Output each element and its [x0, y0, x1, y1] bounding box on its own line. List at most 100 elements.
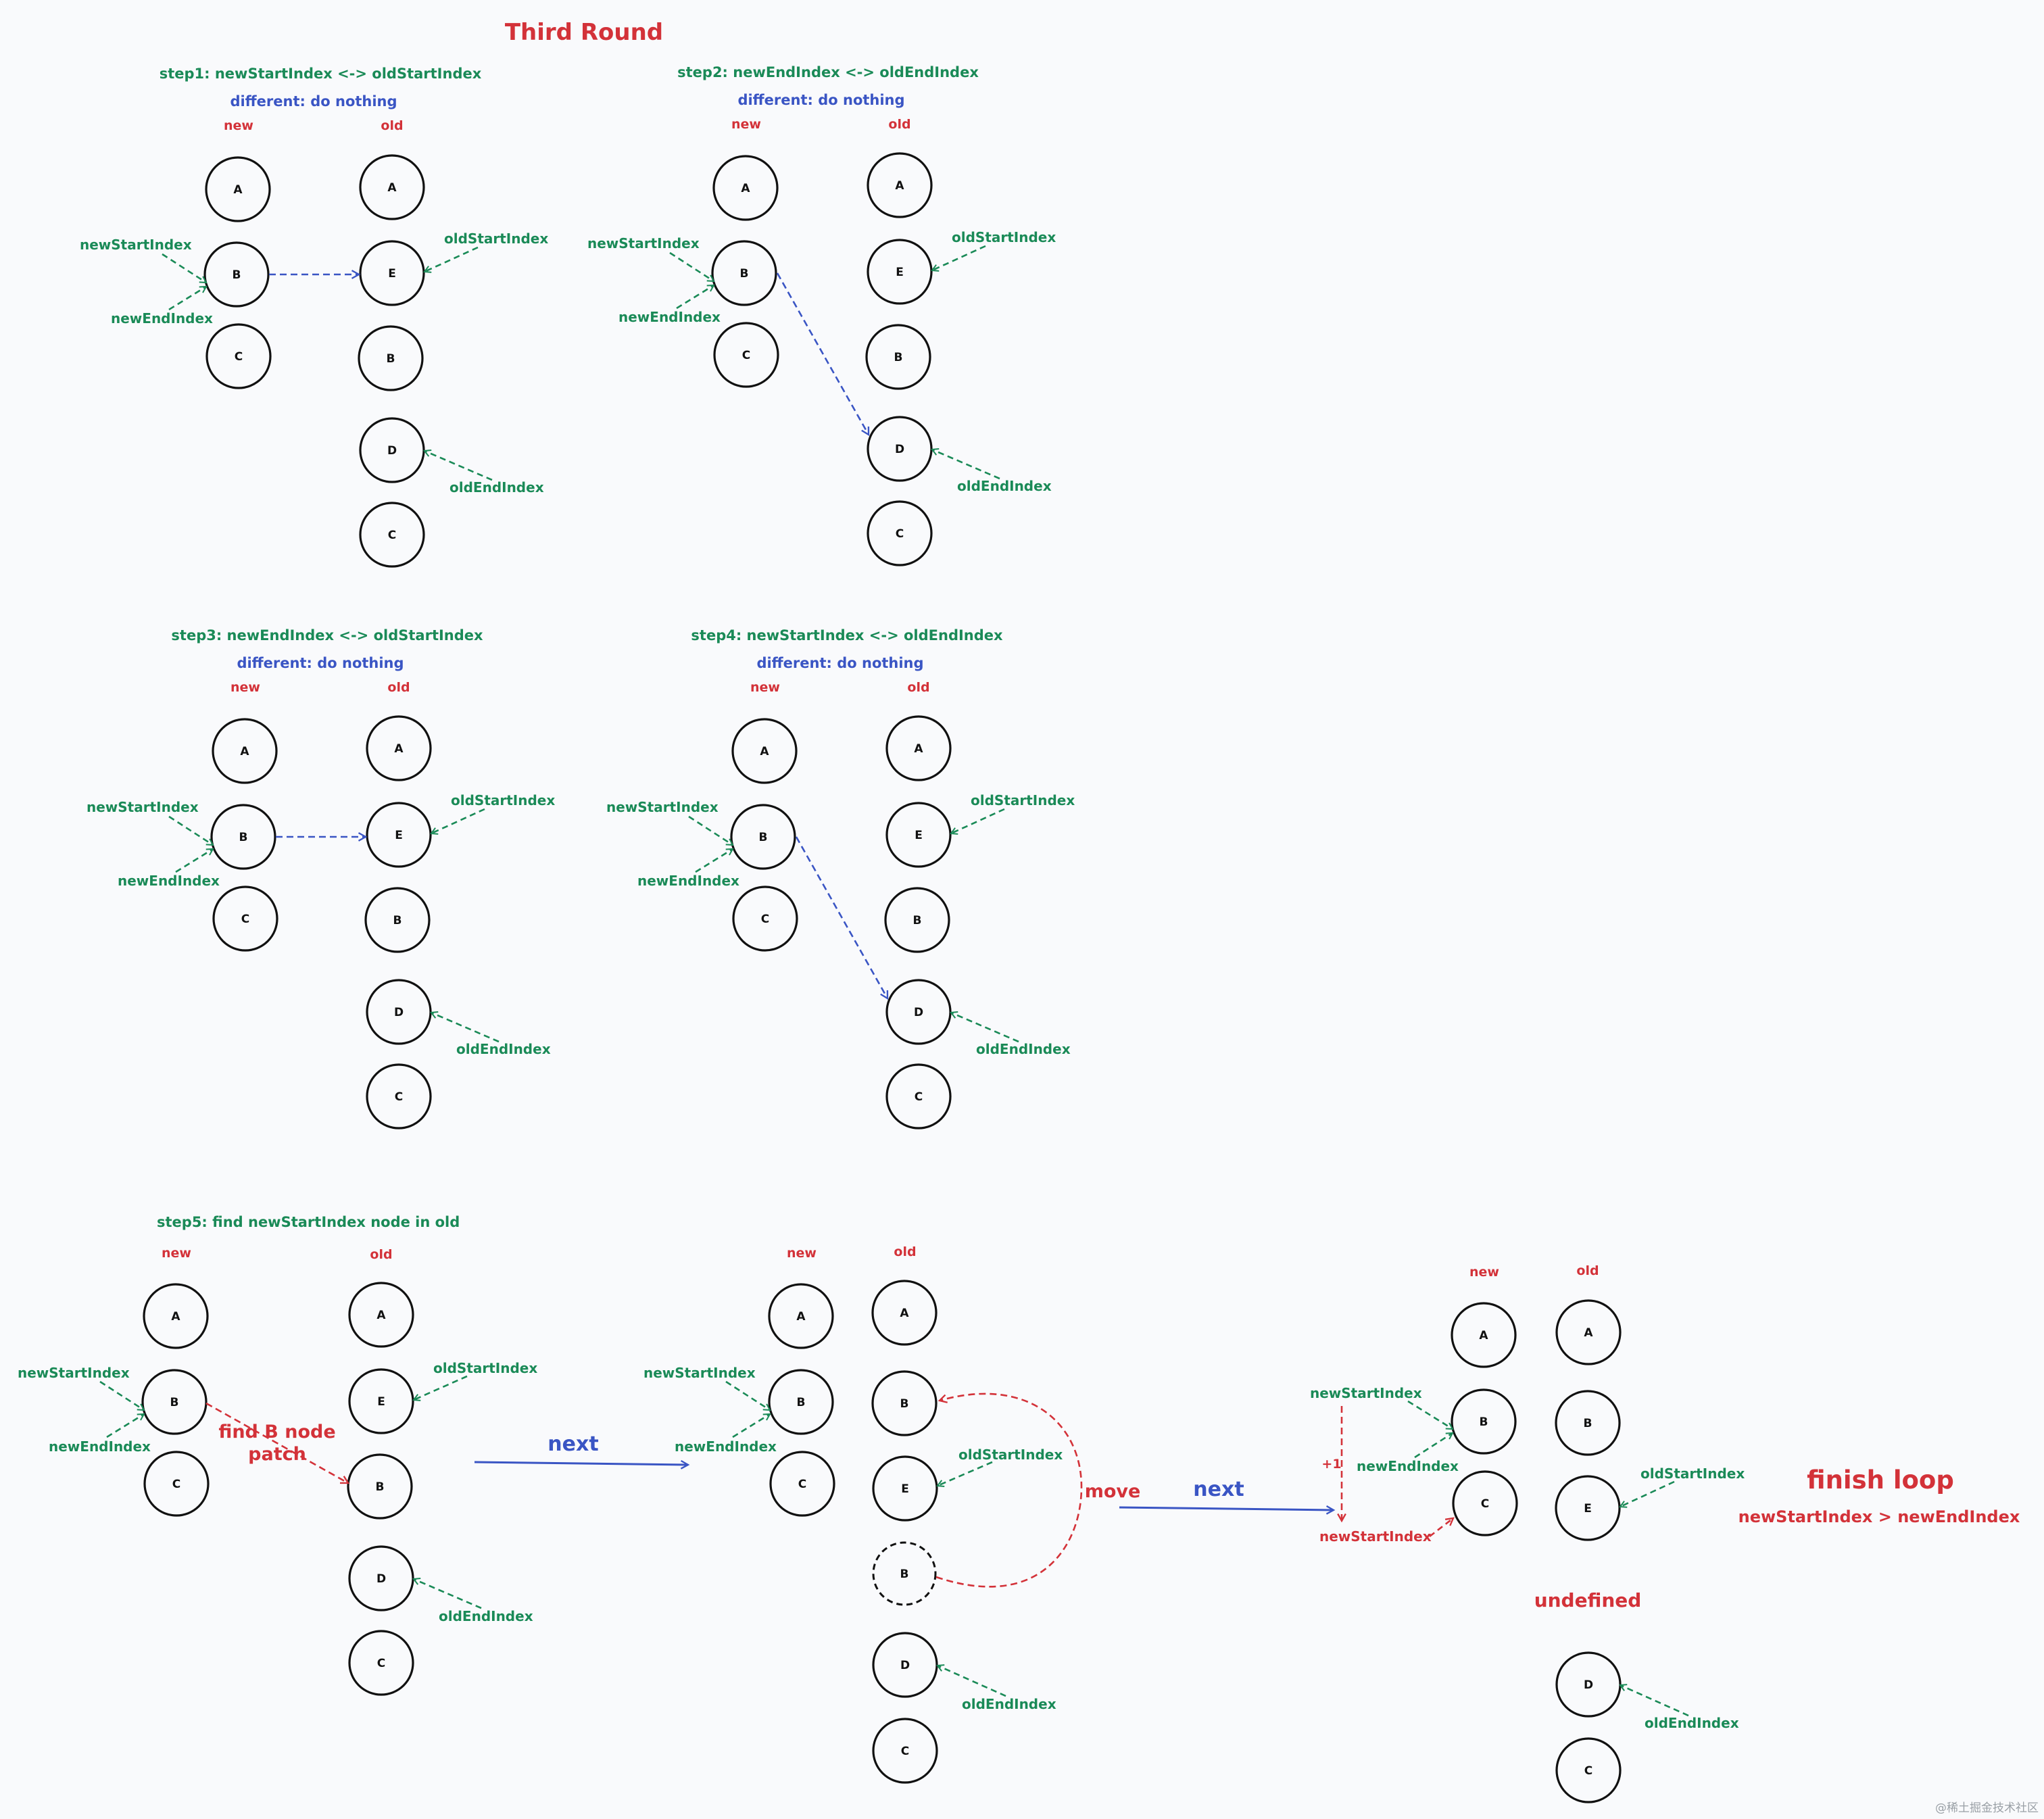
middle-old-node-a: A	[871, 1280, 938, 1346]
middle-old-node-b-moved: B	[871, 1370, 938, 1436]
step4-new-node-a: A	[731, 718, 798, 784]
node-label: D	[387, 444, 397, 458]
step1-ptr-old-end: oldEndIndex	[449, 479, 544, 495]
step4-old-node-a: A	[885, 715, 952, 781]
node-label: C	[915, 1090, 923, 1104]
node-label: D	[914, 1006, 923, 1019]
middle-panel: new old A B C A B E B D C newStartIndex …	[643, 1244, 1140, 1784]
node-label: C	[235, 350, 243, 364]
step1-old-header: old	[381, 118, 403, 133]
node-label: B	[913, 914, 922, 927]
diagram-title: Third Round	[505, 19, 663, 46]
step4-ptr-new-start: newStartIndex	[606, 799, 719, 815]
node-label: B	[740, 267, 749, 281]
step3-old-node-e: E	[366, 802, 432, 868]
final-new-node-b: B	[1451, 1388, 1517, 1455]
step5-find-arrow	[205, 1402, 348, 1483]
step4-old-header: old	[907, 680, 929, 695]
final-new-node-a: A	[1451, 1302, 1517, 1368]
step5-old-node-b: B	[347, 1453, 413, 1520]
node-label: B	[759, 831, 768, 844]
middle-old-header: old	[894, 1244, 916, 1259]
node-label: D	[895, 443, 904, 456]
middle-move-arrow	[935, 1392, 1083, 1588]
step2-old-node-e: E	[867, 239, 933, 305]
step1-old-node-a: A	[359, 154, 425, 220]
node-label: A	[171, 1310, 180, 1324]
middle-old-node-c: C	[872, 1718, 938, 1784]
step3-new-node-c: C	[212, 886, 278, 952]
node-label: B	[393, 914, 402, 927]
step2-old-node-b: B	[865, 324, 931, 390]
step5-old-node-c: C	[348, 1630, 414, 1696]
step2-title: step2: newEndIndex <-> oldEndIndex	[677, 64, 979, 80]
step3-old-node-c: C	[366, 1063, 432, 1130]
step2-old-node-a: A	[867, 152, 933, 218]
middle-ptr-old-end: oldEndIndex	[962, 1696, 1056, 1712]
node-label: B	[900, 1568, 909, 1581]
step1-new-node-c: C	[205, 323, 272, 389]
final-ptr-new-start-new: newStartIndex	[1319, 1528, 1432, 1545]
step5-new-node-a: A	[143, 1283, 209, 1349]
step2-ptr-new-start: newStartIndex	[587, 235, 700, 251]
next-arrow-1	[474, 1462, 688, 1465]
final-panel: new old A B C A B E D C newStartIndex ne…	[1310, 1263, 2020, 1803]
step5-ptr-old-start: oldStartIndex	[433, 1360, 537, 1376]
node-label: C	[901, 1745, 909, 1758]
final-new-header: new	[1469, 1265, 1499, 1280]
node-label: B	[387, 352, 395, 366]
final-old-node-c: C	[1555, 1737, 1622, 1803]
final-old-node-a: A	[1555, 1299, 1622, 1365]
step1-old-node-d: D	[359, 417, 425, 483]
node-label: E	[1584, 1502, 1592, 1515]
final-ptr-old-start: oldStartIndex	[1640, 1465, 1745, 1482]
step5-ptr-new-start: newStartIndex	[18, 1365, 130, 1381]
step4-old-node-c: C	[885, 1063, 952, 1130]
step2-ptr-new-end: newEndIndex	[618, 309, 721, 325]
step2-old-header: old	[888, 117, 910, 132]
step4-ptr-old-end: oldEndIndex	[976, 1041, 1071, 1057]
step4-ptr-old-start: oldStartIndex	[971, 792, 1075, 808]
node-label: C	[241, 913, 249, 926]
node-label: E	[395, 829, 403, 842]
step5-annotation-patch: patch	[248, 1444, 306, 1465]
finish-loop-condition: newStartIndex > newEndIndex	[1738, 1507, 2020, 1526]
step1-new-node-b: B	[203, 241, 270, 308]
node-label: B	[239, 831, 248, 844]
node-label: C	[896, 527, 904, 541]
step3-new-node-a: A	[212, 718, 278, 784]
final-old-node-d: D	[1555, 1651, 1622, 1718]
middle-old-node-b-placeholder: B	[872, 1541, 937, 1606]
step2-ptr-old-end: oldEndIndex	[957, 478, 1052, 494]
step1-title: step1: newStartIndex <-> oldStartIndex	[160, 66, 482, 82]
step3-new-node-b: B	[210, 804, 276, 870]
step4-old-node-d: D	[885, 979, 952, 1045]
node-label: B	[1480, 1415, 1488, 1429]
node-label: D	[394, 1006, 404, 1019]
final-old-header: old	[1576, 1263, 1599, 1278]
node-label: A	[240, 745, 249, 758]
step4-new-node-c: C	[732, 886, 798, 952]
node-label: A	[741, 182, 750, 195]
node-label: D	[376, 1572, 386, 1586]
step5-panel: step5: find newStartIndex node in old ne…	[18, 1214, 537, 1696]
node-label: A	[760, 745, 769, 758]
watermark: @稀土掘金技术社区	[1935, 1801, 2039, 1815]
step3-old-node-b: B	[364, 887, 431, 953]
step5-old-node-a: A	[348, 1282, 414, 1348]
node-label: C	[798, 1478, 806, 1491]
final-increment-label: +1	[1321, 1457, 1341, 1472]
step1-ptr-old-start: oldStartIndex	[444, 231, 548, 247]
step3-old-node-a: A	[366, 715, 432, 781]
node-label: B	[797, 1396, 806, 1409]
node-label: C	[1584, 1764, 1592, 1778]
step1-new-node-a: A	[205, 156, 271, 222]
node-label: B	[1584, 1417, 1592, 1430]
step4-old-node-e: E	[885, 802, 952, 868]
final-undefined-label: undefined	[1534, 1589, 1642, 1611]
node-label: B	[170, 1396, 179, 1409]
step2-old-node-c: C	[867, 500, 933, 566]
middle-new-header: new	[787, 1246, 817, 1261]
node-label: A	[796, 1310, 806, 1324]
